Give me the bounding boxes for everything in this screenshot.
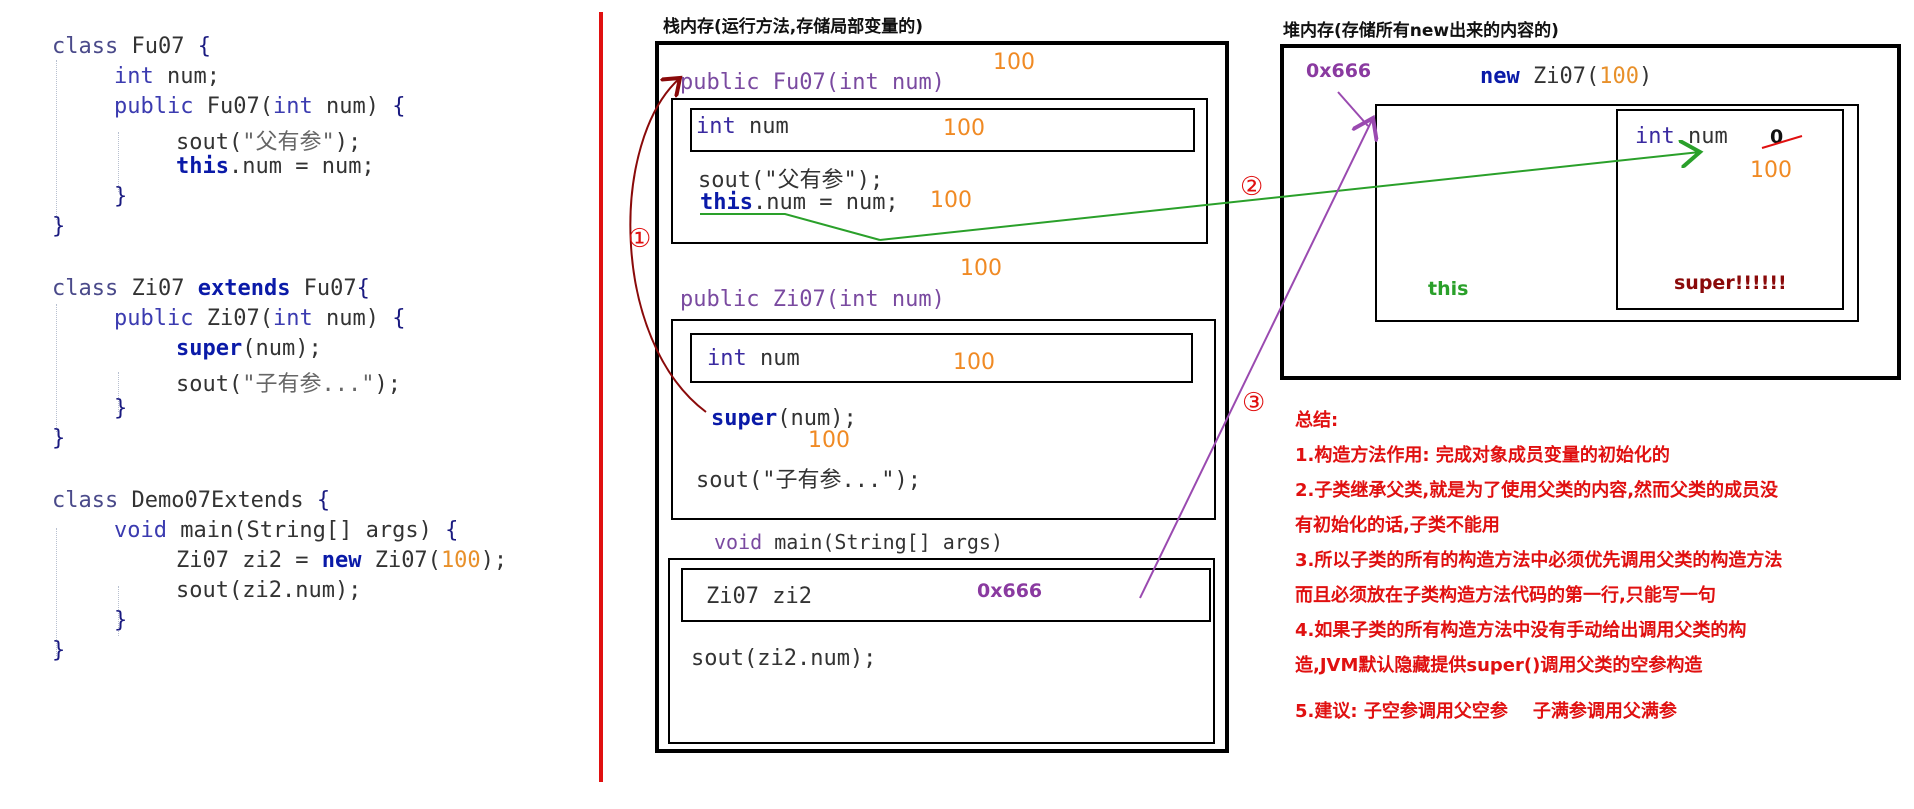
code-line-main-close: } [114, 608, 128, 633]
stack-zi-local-value: 100 [953, 350, 995, 375]
heap-super-label: super!!!!!! [1674, 272, 1787, 294]
heap-field-strike [1761, 135, 1803, 149]
stack-memory-box [655, 41, 1229, 753]
code-line-fu-sout: sout("父有参"); [176, 130, 362, 155]
code-line-class-fu: class Fu07 { [52, 34, 211, 59]
marker-three: ③ [1242, 388, 1266, 418]
code-line-demo-close: } [52, 638, 66, 663]
code-line-zi-sout: sout("子有参..."); [176, 372, 401, 397]
stack-fu-ctor-label: public Fu07(int num) [680, 70, 945, 95]
stack-fu-frame [671, 98, 1208, 244]
arrow-three [1139, 118, 1373, 599]
stack-main-local-value: 0x666 [977, 580, 1043, 602]
code-line-main-sout: sout(zi2.num); [176, 578, 362, 603]
stack-fu-sout: sout("父有参"); [698, 168, 884, 193]
heap-object-box [1375, 104, 1859, 322]
arrow-one [629, 78, 707, 413]
code-line-class-zi: class Zi07 extends Fu07{ [52, 276, 370, 301]
arrow-two [879, 152, 1700, 241]
stack-title: 栈内存(运行方法,存储局部变量的) [663, 17, 923, 37]
stack-fu-assign: this.num = num; [700, 190, 899, 215]
summary-item: 3.所以子类的所有的构造方法中必须优先调用父类的构造方法 [1295, 550, 1783, 571]
summary-item: 2.子类继承父类,就是为了使用父类的内容,然而父类的成员没 [1295, 480, 1779, 501]
stack-fu-assign-value: 100 [930, 188, 972, 213]
heap-title: 堆内存(存储所有new出来的内容的) [1283, 21, 1559, 41]
stack-main-local-box [681, 568, 1211, 622]
heap-address: 0x666 [1306, 60, 1372, 82]
summary-item: 1.构造方法作用: 完成对象成员变量的初始化的 [1295, 445, 1670, 466]
stack-fu-local-label: int num [696, 114, 789, 139]
arrow-two-underline [700, 213, 881, 241]
divider-line [599, 12, 603, 782]
code-line-zi-close: } [52, 426, 66, 451]
summary-item: 有初始化的话,子类不能用 [1295, 515, 1500, 536]
stack-zi-param-value: 100 [960, 256, 1002, 281]
summary-heading: 总结: [1295, 410, 1339, 431]
stack-fu-local-value: 100 [943, 116, 985, 141]
stack-zi-ctor-label: public Zi07(int num) [680, 287, 945, 312]
heap-super-box [1616, 109, 1844, 310]
code-line-fu-assign: this.num = num; [176, 154, 375, 179]
heap-memory-box [1280, 44, 1901, 380]
marker-one: ① [628, 224, 652, 254]
stack-zi-sout: sout("子有参..."); [696, 468, 921, 493]
stack-fu-param-value: 100 [993, 50, 1035, 75]
stack-main-frame [668, 558, 1215, 744]
code-line-fu-close: } [52, 214, 66, 239]
code-line-class-demo: class Demo07Extends { [52, 488, 331, 513]
stack-main-local-label: Zi07 zi2 [706, 584, 812, 609]
stack-zi-local-box [690, 333, 1193, 383]
heap-this-label: this [1428, 278, 1469, 300]
stack-main-sout: sout(zi2.num); [691, 646, 877, 671]
stack-fu-local-box [690, 108, 1195, 152]
marker-two: ② [1240, 172, 1264, 202]
code-line-fu-close-ctor: } [114, 184, 128, 209]
heap-field-label: int num [1635, 124, 1728, 149]
code-line-main-new: Zi07 zi2 = new Zi07(100); [176, 548, 508, 573]
heap-new-expr: new Zi07(100) [1480, 64, 1653, 89]
stack-zi-super-value: 100 [808, 428, 850, 453]
code-line-main: void main(String[] args) { [114, 518, 459, 543]
summary-item: 而且必须放在子类构造方法代码的第一行,只能写一句 [1295, 585, 1716, 606]
stack-zi-super: super(num); [711, 406, 857, 431]
summary-item: 5.建议: 子空参调用父空参 子满参调用父满参 [1295, 701, 1677, 722]
stack-zi-local-label: int num [707, 346, 800, 371]
summary-item: 4.如果子类的所有构造方法中没有手动给出调用父类的构 [1295, 620, 1747, 641]
summary-item: 造,JVM默认隐藏提供super()调用父类的空参构造 [1295, 655, 1703, 676]
address-pointer [1337, 91, 1369, 127]
stack-zi-frame [671, 319, 1216, 520]
code-line-zi-super: super(num); [176, 336, 322, 361]
code-line-fu-ctor: public Fu07(int num) { [114, 94, 406, 119]
code-line-field: int num; [114, 64, 220, 89]
stack-main-sig: void main(String[] args) [714, 530, 1003, 554]
code-line-zi-close-ctor: } [114, 396, 128, 421]
heap-field-value: 100 [1750, 158, 1792, 183]
code-line-zi-ctor: public Zi07(int num) { [114, 306, 406, 331]
